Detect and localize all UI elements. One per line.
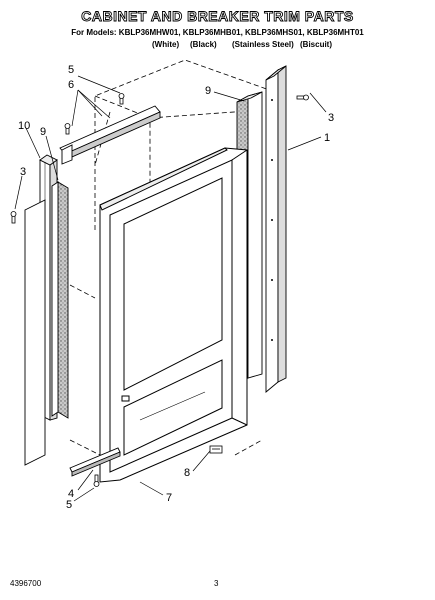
- variant-black: (Black): [190, 40, 217, 49]
- screw-part-5-bottom: [93, 474, 100, 487]
- document-number: 4396700: [10, 579, 42, 588]
- leader-lines: [14, 75, 327, 502]
- callout-6: 6: [68, 79, 74, 91]
- variant-white: (White): [152, 40, 180, 49]
- screw-part-3-right: [296, 94, 309, 101]
- callout-5-top: 5: [68, 64, 74, 76]
- variant-biscuit: (Biscuit): [300, 40, 332, 49]
- variant-stainless: (Stainless Steel): [232, 40, 294, 49]
- page-title: CABINET AND BREAKER TRIM PARTS: [81, 8, 354, 25]
- model-list: For Models: KBLP36MHW01, KBLP36MHB01, KB…: [71, 28, 364, 37]
- callout-3-left: 3: [20, 166, 26, 178]
- page-number: 3: [214, 579, 219, 588]
- callout-3-right: 3: [328, 112, 334, 124]
- part-8-clip: [209, 445, 223, 454]
- screw-part-6: [64, 123, 71, 135]
- part-1-right-trim: [265, 65, 287, 393]
- callout-4: 4: [68, 488, 74, 500]
- callout-1: 1: [324, 132, 330, 144]
- screw-part-3-left: [10, 211, 17, 224]
- callout-7: 7: [166, 492, 172, 504]
- callout-5-bottom: 5: [66, 499, 72, 511]
- part-4-bottom-bracket: [69, 447, 121, 477]
- screw-part-5-top: [118, 93, 125, 105]
- callout-9-right: 9: [205, 85, 211, 97]
- left-flat-panel: [24, 199, 46, 466]
- callout-8: 8: [184, 467, 190, 479]
- part-7-door-frame: [99, 147, 248, 483]
- part-6-top-bracket: [59, 105, 161, 165]
- part-9-left-foam-strip: [51, 181, 69, 419]
- callout-9-left: 9: [40, 126, 46, 138]
- callout-10: 10: [18, 120, 30, 132]
